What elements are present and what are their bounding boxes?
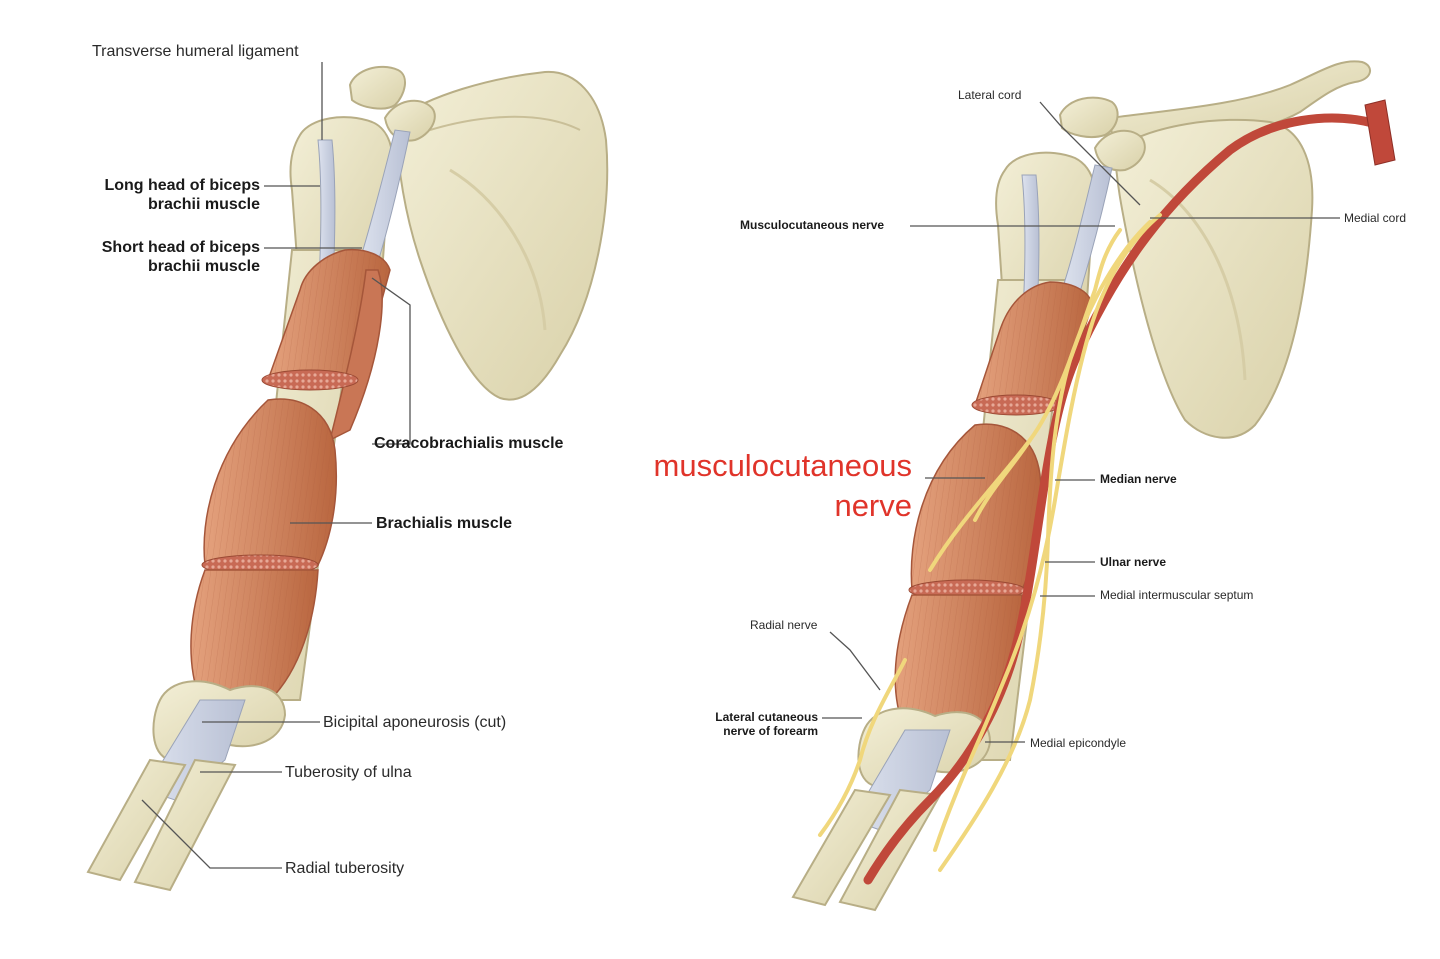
- label-short-head-biceps: Short head of biceps brachii muscle: [60, 238, 260, 276]
- label-long-head-biceps-line2: brachii muscle: [147, 196, 260, 214]
- ulna-left: [133, 758, 237, 892]
- nerves-right: [818, 213, 1162, 872]
- label-ulnar-nerve: Ulnar nerve: [1100, 555, 1167, 569]
- label-lateral-cutaneous-line1: Lateral cutaneous: [715, 710, 818, 724]
- label-tuberosity-ulna: Tuberosity of ulna: [285, 764, 412, 781]
- acromion-left: [348, 65, 406, 110]
- leader-coracobrachialis: [371, 277, 411, 445]
- right-arm-illustration: [791, 60, 1396, 912]
- highlight-musculocutaneous-nerve: musculocutaneous nerve: [600, 446, 913, 527]
- label-short-head-biceps-line2: brachii muscle: [147, 258, 260, 276]
- label-lateral-cutaneous-line2: nerve of forearm: [723, 724, 818, 739]
- label-musculocutaneous-nerve: Musculocutaneous nerve: [740, 218, 885, 232]
- label-median-nerve: Median nerve: [1100, 472, 1177, 486]
- right-leader-lines: [822, 101, 1340, 743]
- label-transverse-humeral-ligament: Transverse humeral ligament: [92, 43, 299, 60]
- label-long-head-biceps: Long head of biceps brachii muscle: [60, 176, 260, 214]
- label-coracobrachialis: Coracobrachialis muscle: [374, 435, 564, 452]
- label-lateral-cord: Lateral cord: [958, 88, 1022, 102]
- highlight-line1: musculocutaneous: [653, 448, 913, 483]
- label-brachialis: Brachialis muscle: [376, 515, 513, 532]
- label-medial-cord: Medial cord: [1344, 211, 1407, 225]
- left-leader-lines: [141, 62, 411, 869]
- label-radial-tuberosity: Radial tuberosity: [285, 860, 405, 877]
- leader-lateral-cord: [1039, 101, 1141, 206]
- label-radial-nerve: Radial nerve: [750, 618, 818, 632]
- label-medial-epicondyle: Medial epicondyle: [1030, 736, 1127, 750]
- label-long-head-biceps-line1: Long head of biceps: [104, 177, 260, 194]
- radius-left: [86, 758, 187, 882]
- scapula-left: [393, 70, 609, 401]
- brachial-artery-right: [863, 113, 1385, 885]
- label-medial-intermuscular-septum: Medial intermuscular septum: [1100, 588, 1254, 602]
- label-lateral-cutaneous-nerve: Lateral cutaneous nerve of forearm: [660, 710, 818, 739]
- leader-radial-tuberosity: [141, 799, 282, 869]
- highlight-line2: nerve: [834, 488, 912, 524]
- label-short-head-biceps-line1: Short head of biceps: [101, 239, 260, 256]
- label-bicipital-aponeurosis: Bicipital aponeurosis (cut): [323, 714, 507, 731]
- left-arm-illustration: [86, 65, 609, 892]
- leader-radial-nerve: [829, 631, 881, 691]
